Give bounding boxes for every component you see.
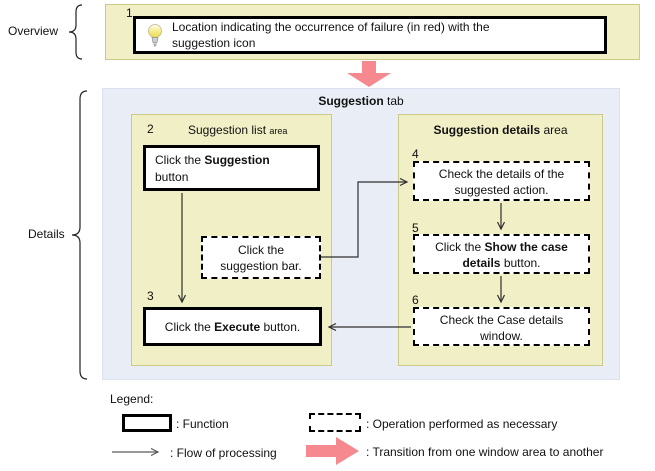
legend-title: Legend: [110,392,154,406]
overview-box: Location indicating the occurrence of fa… [133,16,607,54]
suggestion-tab-title: Suggestion tab [318,94,404,108]
overview-box-text: Location indicating the occurrence of fa… [172,20,490,50]
overview-label: Overview [8,24,59,38]
step-number-3: 3 [147,289,154,303]
step-number-4: 4 [412,147,419,161]
suggestion-bar-box: Click the suggestion bar. [201,236,321,279]
legend-operation-label: : Operation performed as necessary [366,417,558,431]
step-number-5: 5 [412,221,419,235]
step-number-1: 1 [126,6,133,20]
overview-brace [68,4,83,60]
lightbulb-icon [148,23,162,46]
suggestion-list-area-title: Suggestion list area [188,123,288,137]
legend-transition-arrow [306,437,359,465]
details-brace [71,90,88,380]
click-suggestion-box: Click the Suggestion button [143,145,320,191]
legend-flow-label: : Flow of processing [170,446,277,460]
legend-function-label: : Function [176,417,229,431]
suggestion-details-area-title: Suggestion details area [433,123,568,137]
step-number-2: 2 [147,122,154,136]
click-execute-box: Click the Execute button. [143,307,322,346]
step-number-6: 6 [412,293,419,307]
transition-down-arrow [347,61,391,87]
details-label: Details [28,227,65,241]
check-details-box: Check the details of the suggested actio… [413,161,590,201]
legend-transition-label: : Transition from one window area to ano… [366,445,604,459]
legend-operation-box [309,413,361,432]
click-execute-text: Click the Execute button. [164,319,301,334]
legend-function-box [122,414,172,432]
case-details-window-box: Check the Case details window. [413,307,590,346]
show-case-details-box: Click the Show the case details button. [413,234,590,274]
